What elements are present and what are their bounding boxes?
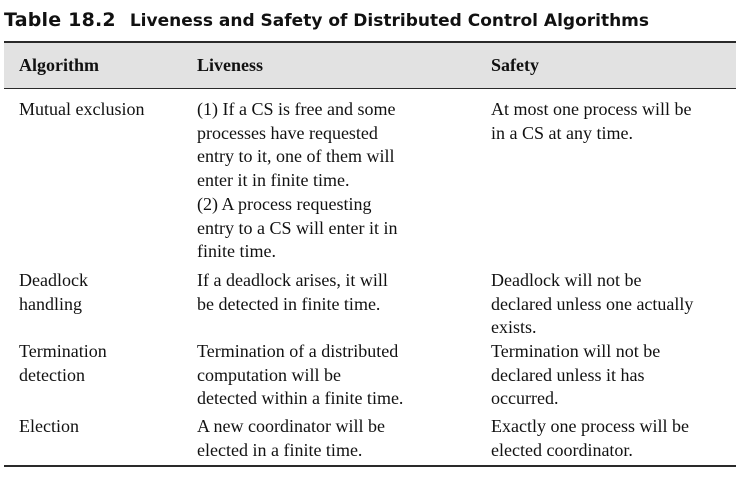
liveness-safety-table: Algorithm Liveness Safety Mutual exclusi… [4,41,736,467]
table-caption: Table 18.2 Liveness and Safety of Distrib… [4,9,649,31]
row-1-safety: At most one process will be in a CS at a… [491,98,691,145]
cell-line: Exactly one process will be [491,416,689,436]
header-liveness: Liveness [197,55,264,75]
cell-line: elected in a finite time. [197,439,363,460]
row-4-algorithm: Election [19,415,79,439]
cell-line: handling [19,293,82,314]
cell-line: occurred. [491,388,559,409]
row-2-algorithm: Deadlock handling [19,269,88,316]
cell-line: be detected in finite time. [197,293,381,314]
cell-line: A new coordinator will be [197,416,385,436]
cell-line: Deadlock [19,270,88,290]
cell-line: Deadlock will not be [491,270,642,290]
table-number: Table 18.2 [4,9,116,31]
row-3-algorithm: Termination detection [19,340,107,387]
row-1-liveness: (1) If a CS is free and some processes h… [197,98,397,264]
cell-line: (1) If a CS is free and some [197,99,396,119]
cell-line: in a CS at any time. [491,122,633,143]
cell-line: finite time. [197,241,276,262]
table-title: Liveness and Safety of Distributed Contr… [129,11,650,31]
cell-line: (2) A process requesting [197,193,372,214]
cell-line: entry to a CS will enter it in [197,217,398,238]
cell-line: Termination of a distributed [197,341,399,361]
table-header-row: Algorithm Liveness Safety [4,43,736,89]
cell-line: exists. [491,317,537,338]
cell-line: processes have requested [197,122,378,143]
row-1-algorithm: Mutual exclusion [19,98,144,122]
row-2-liveness: If a deadlock arises, it will be detecte… [197,269,388,316]
cell-line: Termination [19,341,107,361]
cell-line: Termination will not be [491,341,661,361]
cell-line: elected coordinator. [491,439,633,460]
cell-line: computation will be [197,364,341,385]
row-4-safety: Exactly one process will be elected coor… [491,415,689,462]
row-2-safety: Deadlock will not be declared unless one… [491,269,693,340]
cell-line: Mutual exclusion [19,99,145,119]
cell-line: detection [19,364,85,385]
cell-line: If a deadlock arises, it will [197,270,388,290]
cell-line: declared unless it has [491,364,645,385]
row-3-liveness: Termination of a distributed computation… [197,340,403,411]
cell-line: declared unless one actually [491,293,694,314]
cell-line: detected within a finite time. [197,388,404,409]
header-safety: Safety [491,55,539,75]
cell-line: Election [19,416,79,436]
cell-line: At most one process will be [491,99,692,119]
row-3-safety: Termination will not be declared unless … [491,340,660,411]
cell-line: enter it in finite time. [197,170,350,191]
cell-line: entry to it, one of them will [197,146,395,167]
header-algorithm: Algorithm [19,55,99,75]
row-4-liveness: A new coordinator will be elected in a f… [197,415,385,462]
